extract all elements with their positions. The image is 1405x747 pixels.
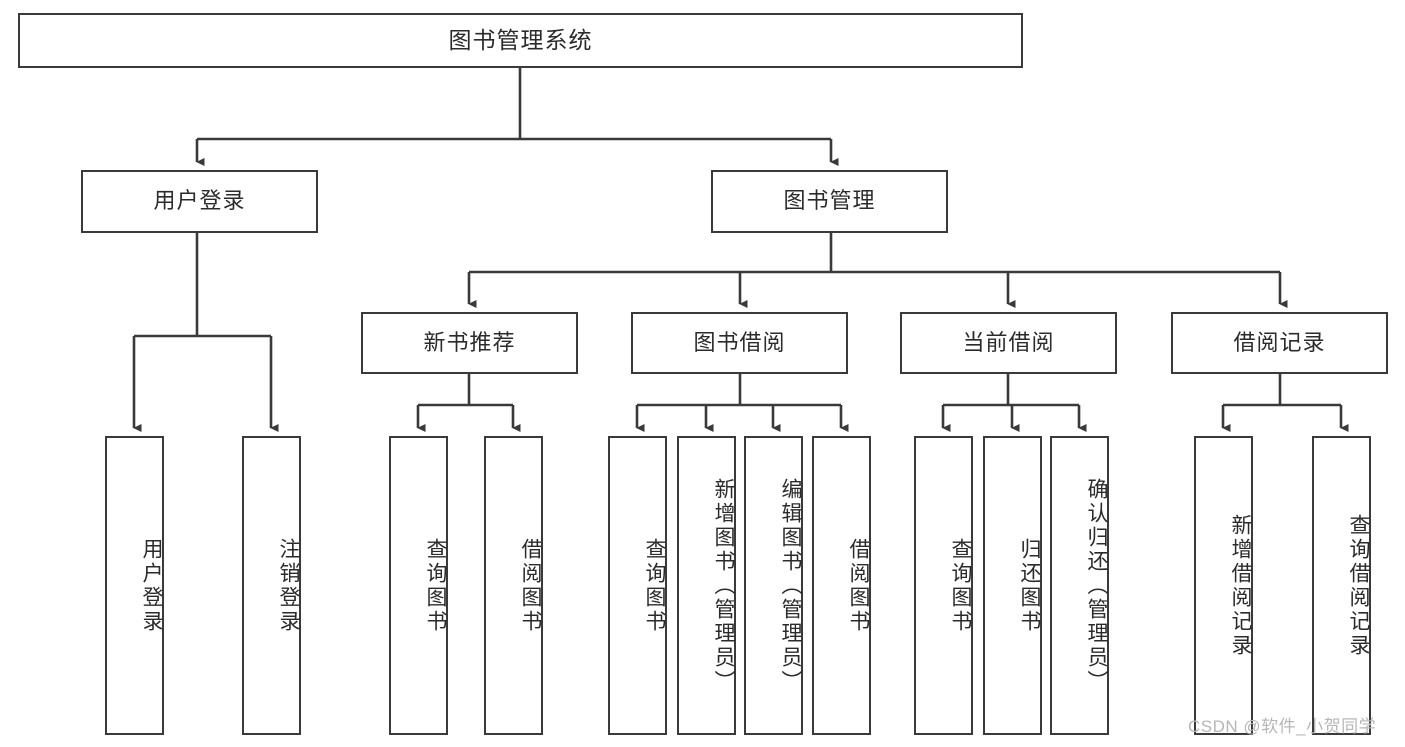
node-current-borrow[interactable]: 当前借阅 bbox=[900, 312, 1117, 374]
leaf-query-book-2-label: 查询图书 bbox=[643, 537, 666, 634]
leaf-logout-login-label: 注销登录 bbox=[277, 537, 300, 634]
leaf-add-book[interactable]: 新增图书（管理员） bbox=[677, 436, 736, 735]
leaf-query-record-label: 查询借阅记录 bbox=[1347, 513, 1370, 658]
leaf-borrow-book-1-label: 借阅图书 bbox=[519, 537, 542, 634]
node-book-borrow-label: 图书借阅 bbox=[693, 329, 786, 355]
node-borrow-record-label: 借阅记录 bbox=[1233, 329, 1326, 355]
leaf-borrow-book-2[interactable]: 借阅图书 bbox=[812, 436, 871, 735]
node-book-borrow[interactable]: 图书借阅 bbox=[631, 312, 848, 374]
leaf-query-book-1-label: 查询图书 bbox=[424, 537, 447, 634]
leaf-return-book-label: 归还图书 bbox=[1018, 537, 1041, 634]
node-user-login[interactable]: 用户登录 bbox=[81, 170, 318, 233]
node-root[interactable]: 图书管理系统 bbox=[18, 13, 1023, 68]
leaf-return-book[interactable]: 归还图书 bbox=[983, 436, 1042, 735]
leaf-user-login-label: 用户登录 bbox=[140, 537, 163, 634]
leaf-borrow-book-2-label: 借阅图书 bbox=[847, 537, 870, 634]
leaf-borrow-book-1[interactable]: 借阅图书 bbox=[484, 436, 543, 735]
leaf-query-record[interactable]: 查询借阅记录 bbox=[1312, 436, 1371, 735]
leaf-query-book-2[interactable]: 查询图书 bbox=[608, 436, 667, 735]
leaf-query-book-3-label: 查询图书 bbox=[949, 537, 972, 634]
leaf-user-login[interactable]: 用户登录 bbox=[105, 436, 164, 735]
leaf-logout-login[interactable]: 注销登录 bbox=[242, 436, 301, 735]
leaf-query-book-3[interactable]: 查询图书 bbox=[914, 436, 973, 735]
node-book-manage-label: 图书管理 bbox=[783, 188, 876, 214]
leaf-add-book-label: 新增图书（管理员） bbox=[712, 477, 735, 694]
leaf-confirm-return[interactable]: 确认归还（管理员） bbox=[1050, 436, 1109, 735]
leaf-confirm-return-label: 确认归还（管理员） bbox=[1085, 477, 1108, 694]
node-user-login-label: 用户登录 bbox=[153, 188, 246, 214]
watermark: CSDN @软件_小贺同学 bbox=[1188, 717, 1377, 736]
leaf-add-record-label: 新增借阅记录 bbox=[1229, 513, 1252, 658]
leaf-edit-book[interactable]: 编辑图书（管理员） bbox=[744, 436, 803, 735]
node-new-book-recommend[interactable]: 新书推荐 bbox=[361, 312, 578, 374]
leaf-query-book-1[interactable]: 查询图书 bbox=[389, 436, 448, 735]
node-book-manage[interactable]: 图书管理 bbox=[711, 170, 948, 233]
leaf-edit-book-label: 编辑图书（管理员） bbox=[779, 477, 802, 694]
leaf-add-record[interactable]: 新增借阅记录 bbox=[1194, 436, 1253, 735]
node-new-book-recommend-label: 新书推荐 bbox=[423, 329, 516, 355]
node-borrow-record[interactable]: 借阅记录 bbox=[1171, 312, 1388, 374]
node-root-label: 图书管理系统 bbox=[448, 26, 593, 53]
node-current-borrow-label: 当前借阅 bbox=[962, 329, 1055, 355]
